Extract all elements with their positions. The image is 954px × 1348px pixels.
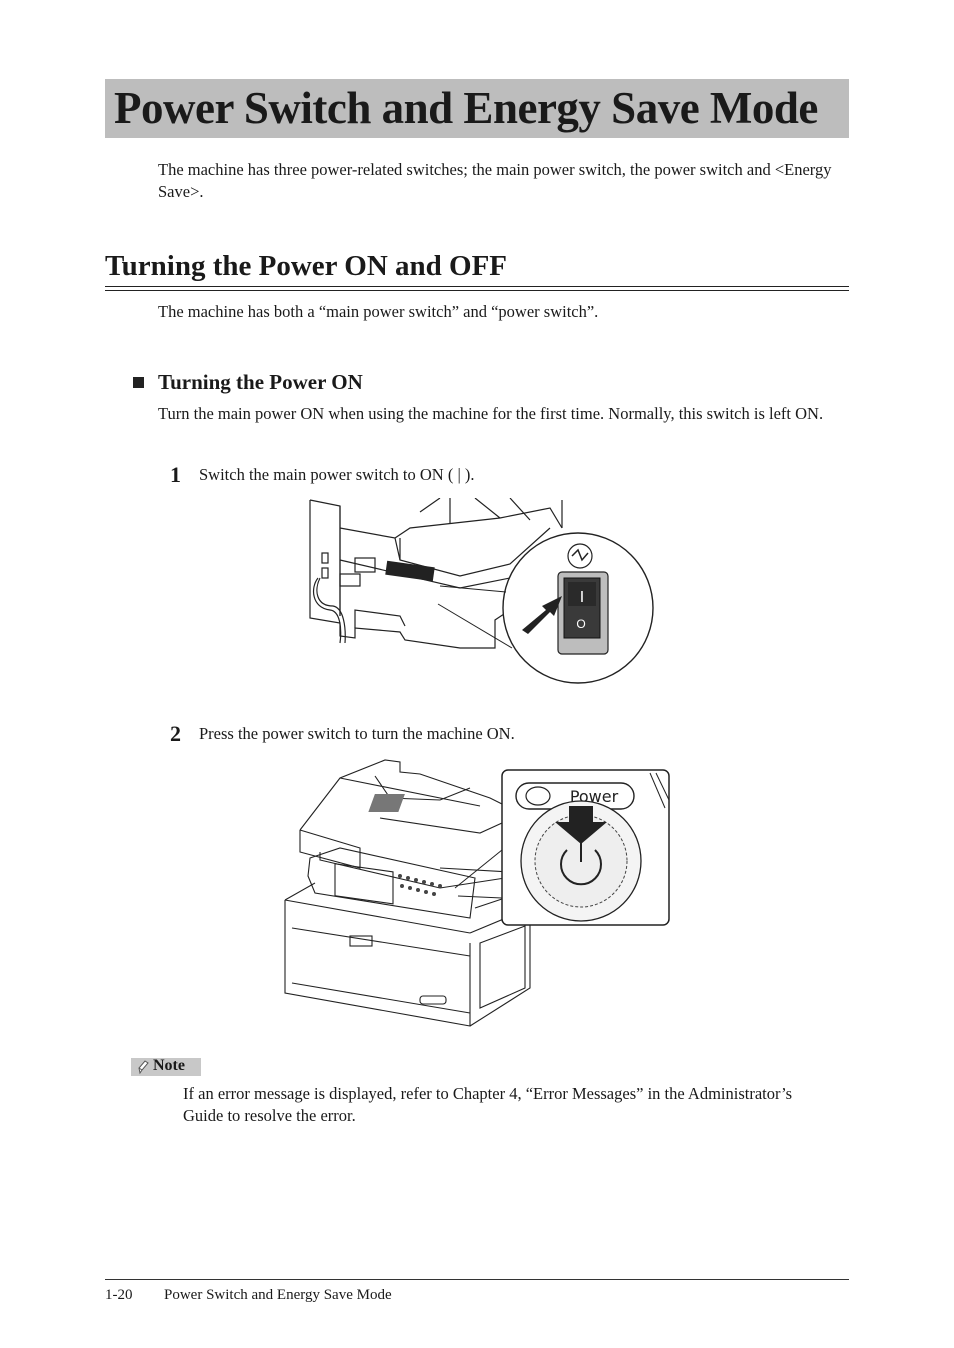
step-text: Press the power switch to turn the machi… — [199, 724, 515, 743]
pencil-icon — [138, 1060, 149, 1075]
step-number: 1 — [170, 462, 181, 487]
subsection-intro: Turn the main power ON when using the ma… — [158, 404, 824, 423]
switch-off-symbol: O — [576, 617, 585, 631]
power-button-illustration: Power — [284, 759, 670, 1027]
subsection-heading: Turning the Power ON — [158, 370, 363, 394]
title-bar — [105, 79, 849, 138]
section-rule — [105, 286, 849, 287]
intro-paragraph: The machine has three power-related swit… — [158, 160, 832, 201]
section-intro: The machine has both a “main power switc… — [158, 302, 599, 321]
section-heading: Turning the Power ON and OFF — [105, 250, 508, 282]
note-badge — [131, 1058, 201, 1076]
step-text: Switch the main power switch to ON ( | )… — [199, 465, 475, 484]
footer-section-title: Power Switch and Energy Save Mode — [164, 1287, 392, 1303]
arrow-icon — [522, 596, 562, 634]
page-title: Power Switch and Energy Save Mode — [114, 83, 818, 133]
note-label: Note — [153, 1057, 185, 1074]
switch-on-symbol: I — [580, 589, 584, 606]
section-rule-double — [105, 290, 849, 291]
note-text: If an error message is displayed, refer … — [183, 1084, 793, 1125]
square-bullet-icon — [133, 377, 144, 388]
arrow-down-icon — [555, 806, 607, 844]
main-power-switch-illustration: I O — [309, 498, 654, 684]
step-number: 2 — [170, 721, 181, 746]
page-number: 1-20 — [105, 1287, 133, 1303]
footer-rule — [105, 1279, 849, 1280]
